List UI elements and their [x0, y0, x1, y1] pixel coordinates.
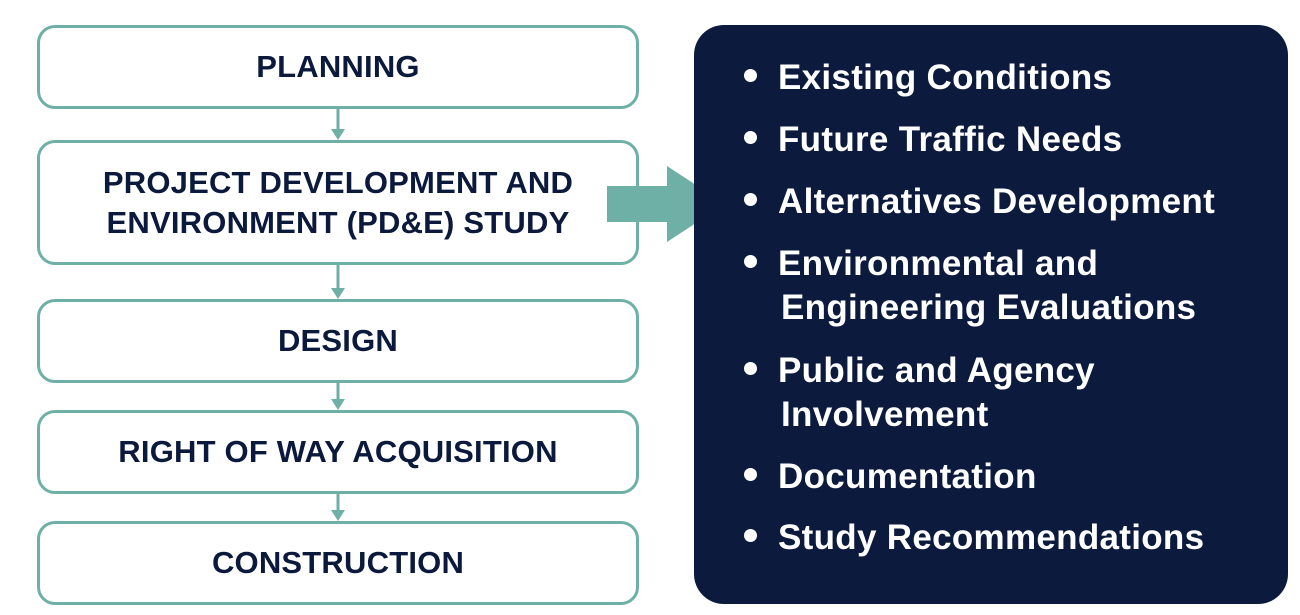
bullet-icon	[744, 69, 757, 82]
stage-planning: PLANNING	[37, 25, 639, 109]
list-item-line: Existing Conditions	[778, 58, 1113, 97]
stage-design: DESIGN	[37, 299, 639, 383]
list-item-line: Environmental and	[778, 244, 1099, 283]
stage-label: DESIGN	[278, 321, 398, 361]
stage-label-line: PLANNING	[256, 49, 420, 84]
list-item-text: Future Traffic Needs	[778, 118, 1122, 162]
bullet-icon	[744, 468, 757, 481]
stage-construction: CONSTRUCTION	[37, 521, 639, 605]
stage-label: PROJECT DEVELOPMENT AND ENVIRONMENT (PD&…	[103, 163, 573, 243]
list-item-text: Study Recommendations	[778, 516, 1204, 560]
list-item-line: Involvement	[781, 395, 989, 434]
down-arrow-icon	[326, 109, 350, 140]
stage-right-of-way: RIGHT OF WAY ACQUISITION	[37, 410, 639, 494]
bullet-icon	[744, 362, 757, 375]
list-item-line: Alternatives Development	[778, 182, 1216, 221]
list-item-line: Future Traffic Needs	[778, 120, 1123, 159]
list-item-text: Documentation	[778, 455, 1037, 499]
list-item-line: Study Recommendations	[778, 518, 1205, 557]
stage-label: PLANNING	[256, 47, 420, 87]
down-arrow-icon	[326, 383, 350, 410]
stage-label-line: CONSTRUCTION	[211, 545, 465, 580]
list-item-text: Environmental and Engineering Evaluation…	[778, 242, 1196, 330]
list-item-line: Public and Agency	[778, 351, 1095, 390]
stage-label-line: DESIGN	[277, 323, 399, 358]
bullet-icon	[744, 193, 757, 206]
stage-label: RIGHT OF WAY ACQUISITION	[118, 432, 557, 472]
list-item-text: Alternatives Development	[778, 180, 1215, 224]
list-item-text: Existing Conditions	[778, 56, 1112, 100]
pde-study-details-panel: Existing Conditions Future Traffic Needs…	[694, 25, 1288, 604]
stage-label-line: RIGHT OF WAY ACQUISITION	[118, 434, 558, 469]
bullet-icon	[744, 255, 757, 268]
bullet-icon	[744, 131, 757, 144]
bullet-icon	[744, 529, 757, 542]
stage-label-line: PROJECT DEVELOPMENT AND	[102, 164, 574, 200]
down-arrow-icon	[326, 265, 350, 299]
list-item-line: Documentation	[778, 457, 1037, 496]
stage-pde-study: PROJECT DEVELOPMENT AND ENVIRONMENT (PD&…	[37, 140, 639, 265]
stage-label-line: ENVIRONMENT (PD&E) STUDY	[106, 204, 570, 240]
stage-label: CONSTRUCTION	[212, 543, 464, 583]
down-arrow-icon	[326, 494, 350, 521]
list-item-text: Public and Agency Involvement	[778, 349, 1095, 437]
list-item-line: Engineering Evaluations	[781, 288, 1197, 327]
